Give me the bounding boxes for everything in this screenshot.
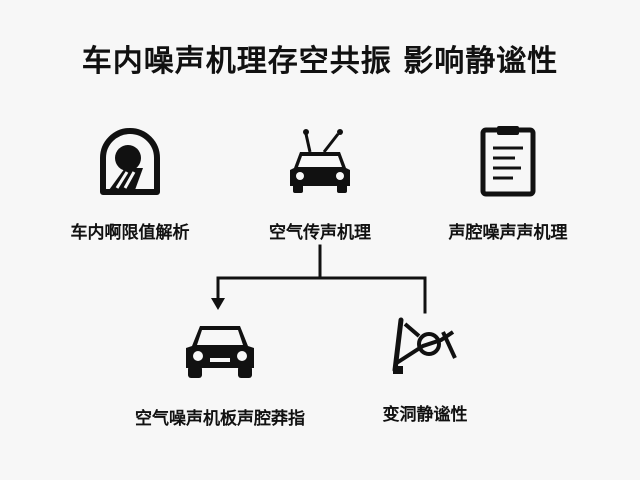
node-bottom-left: 空气噪声机板声腔莽指 <box>110 318 330 429</box>
document-icon <box>480 126 536 197</box>
diagram-title: 车内噪声机理存空共振 影响静谧性 <box>81 44 559 79</box>
node-top-right: 声腔噪声声机理 <box>418 124 598 243</box>
node-bottom-right: 变洞静谧性 <box>340 314 510 425</box>
node-label-bottom-left: 空气噪声机板声腔莽指 <box>135 409 305 429</box>
car-antenna-icon <box>290 129 350 193</box>
arrowhead-icon <box>211 298 225 310</box>
node-top-left: 车内啊限值解析 <box>40 124 220 243</box>
node-label-top-center: 空气传声机理 <box>269 223 371 243</box>
steering-linkage-icon <box>392 317 457 374</box>
car-icon <box>186 326 254 378</box>
node-top-center: 空气传声机理 <box>230 124 410 243</box>
node-label-top-left: 车内啊限值解析 <box>70 223 190 243</box>
node-label-top-right: 声腔噪声声机理 <box>448 223 568 243</box>
node-label-bottom-right: 变洞静谧性 <box>382 405 468 425</box>
gauge-icon <box>100 128 160 195</box>
